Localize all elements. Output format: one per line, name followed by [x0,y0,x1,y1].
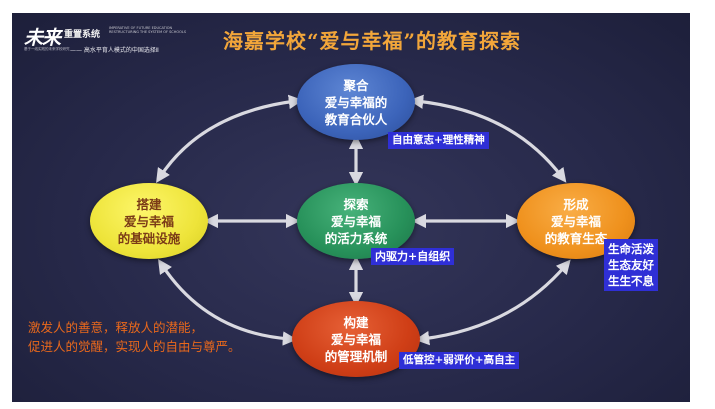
slide-canvas: 未来 重置系统 IMPERATIVE OF FUTURE EDUCATION R… [12,13,690,402]
node-ecology-line-1: 形成 [563,196,589,212]
node-management-line-3: 的管理机制 [324,348,388,364]
node-infrastructure-line-2: 爱与幸福 [123,213,174,229]
arrow-bottom-left [158,258,298,346]
node-ecology-line-3: 的教育生态 [544,230,608,246]
tag-low-control: 低管控+弱评价+高自主 [399,352,520,369]
node-partners: 聚合 爱与幸福的 教育合伙人 [297,64,415,140]
node-management-line-2: 爱与幸福 [330,331,381,347]
logo-small-text: 基于一线实践的未来学校研究 [24,47,70,51]
logo-main-text: 未来 [24,27,61,49]
tag-ecology-values: 生命活泼 生态友好 生生不息 [604,239,658,291]
motto-text: 激发人的善意，释放人的潜能， 促进人的觉醒，实现人的自由与尊严。 [28,318,241,356]
arrow-top-left [156,94,304,184]
node-vitality-line-2: 爱与幸福 [330,213,381,229]
book-logo: 未来 重置系统 IMPERATIVE OF FUTURE EDUCATION R… [24,23,224,63]
node-ecology-line-2: 爱与幸福 [550,213,601,229]
node-vitality-line-1: 探索 [343,196,369,212]
connector-arrows [156,94,571,346]
tag-ecology-line-3: 生生不息 [608,274,654,288]
arrow-top-right [408,94,567,183]
node-vitality-system: 探索 爱与幸福 的活力系统 [297,183,415,259]
node-partners-line-2: 爱与幸福的 [324,94,388,110]
tag-ecology-line-2: 生态友好 [608,258,654,272]
tag-ecology-line-1: 生命活泼 [608,242,654,256]
arrow-bottom-right [414,259,571,346]
logo-subtitle: —— 高水平育人模式的中国选择Ⅱ [70,47,159,54]
logo-english-text: IMPERATIVE OF FUTURE EDUCATION RESTRUCTU… [109,26,187,34]
node-partners-line-3: 教育合伙人 [324,111,388,127]
node-infrastructure-line-1: 搭建 [136,196,162,212]
node-infrastructure: 搭建 爱与幸福 的基础设施 [90,183,208,259]
logo-series-text: 重置系统 [64,30,101,40]
node-vitality-line-3: 的活力系统 [324,230,388,246]
tag-free-will: 自由意志+理性精神 [388,132,489,149]
node-partners-line-1: 聚合 [343,77,369,93]
node-management: 构建 爱与幸福 的管理机制 [292,301,420,377]
node-infrastructure-line-3: 的基础设施 [117,230,181,246]
motto-line-2: 促进人的觉醒，实现人的自由与尊严。 [28,339,241,354]
motto-line-1: 激发人的善意，释放人的潜能， [28,320,204,335]
diagram-title: 海嘉学校“爱与幸福”的教育探索 [222,29,521,53]
node-management-line-1: 构建 [343,314,369,330]
tag-intrinsic-drive: 内驱力+自组织 [371,248,455,265]
